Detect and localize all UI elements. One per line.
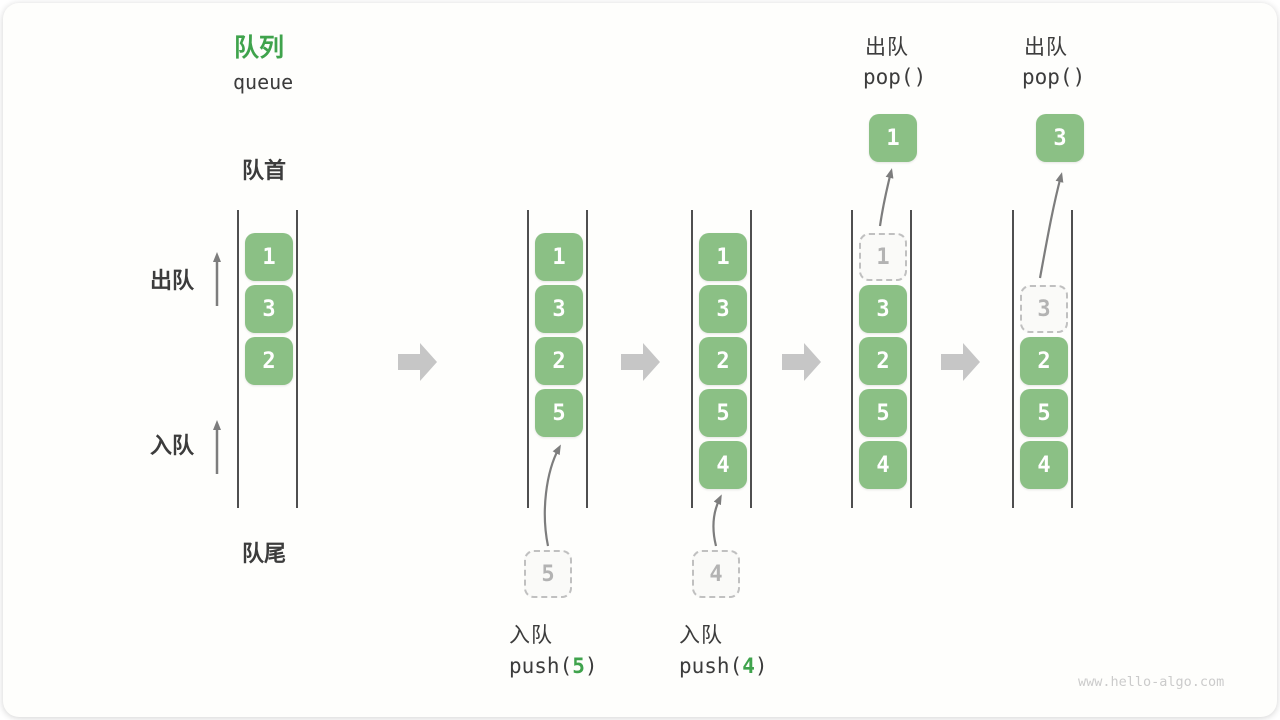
diagram-card bbox=[3, 3, 1277, 717]
queue-cell: 2 bbox=[535, 337, 583, 385]
op-dequeue-code: pop() bbox=[863, 65, 927, 89]
queue-cell-dashed: 3 bbox=[1020, 285, 1068, 333]
queue-cell: 2 bbox=[699, 337, 747, 385]
queue-cell: 3 bbox=[535, 285, 583, 333]
op-enqueue-code: push(4) bbox=[679, 654, 768, 678]
label-queue-rear: 队尾 bbox=[242, 541, 287, 566]
op-dequeue-code: pop() bbox=[1022, 65, 1086, 89]
queue-cell: 3 bbox=[245, 285, 293, 333]
queue-cell: 5 bbox=[859, 389, 907, 437]
op-enqueue-code: push(5) bbox=[509, 654, 598, 678]
queue-cell: 5 bbox=[699, 389, 747, 437]
popped-cell: 3 bbox=[1036, 114, 1084, 162]
queue-cell: 5 bbox=[535, 389, 583, 437]
queue-cell: 2 bbox=[245, 337, 293, 385]
queue-channel-1: 1 3 2 bbox=[237, 210, 298, 508]
code-arg: 5 bbox=[572, 654, 585, 678]
queue-cell: 4 bbox=[699, 441, 747, 489]
popped-cell: 1 bbox=[869, 114, 917, 162]
pending-cell: 5 bbox=[524, 550, 572, 598]
code-post: ) bbox=[754, 654, 768, 678]
pending-cell: 4 bbox=[692, 550, 740, 598]
queue-cell: 2 bbox=[1020, 337, 1068, 385]
queue-cell: 4 bbox=[1020, 441, 1068, 489]
queue-cell: 3 bbox=[859, 285, 907, 333]
queue-channel-2: 1 3 2 5 bbox=[527, 210, 588, 508]
queue-channel-4: 1 3 2 5 4 bbox=[851, 210, 912, 508]
queue-channel-3: 1 3 2 5 4 bbox=[691, 210, 752, 508]
op-enqueue-label: 入队 bbox=[679, 624, 723, 647]
code-arg: 4 bbox=[742, 654, 755, 678]
queue-cell: 3 bbox=[699, 285, 747, 333]
code-pre: push( bbox=[509, 654, 573, 678]
watermark: www.hello-algo.com bbox=[1078, 674, 1225, 690]
queue-channel-5: 3 2 5 4 bbox=[1012, 210, 1073, 508]
op-dequeue-label: 出队 bbox=[865, 36, 909, 59]
code-pre: push( bbox=[679, 654, 743, 678]
queue-cell: 1 bbox=[535, 233, 583, 281]
queue-cell-dashed: 1 bbox=[859, 233, 907, 281]
code-post: ) bbox=[584, 654, 598, 678]
label-enqueue-direction: 入队 bbox=[150, 433, 195, 458]
queue-cell: 1 bbox=[699, 233, 747, 281]
op-enqueue-label: 入队 bbox=[509, 624, 553, 647]
queue-cell: 1 bbox=[245, 233, 293, 281]
queue-cell: 4 bbox=[859, 441, 907, 489]
label-queue-front: 队首 bbox=[242, 158, 287, 183]
op-dequeue-label: 出队 bbox=[1024, 36, 1068, 59]
page-title: 队列 bbox=[234, 34, 285, 62]
label-dequeue-direction: 出队 bbox=[150, 268, 195, 293]
page-subtitle: queue bbox=[233, 70, 294, 94]
queue-cell: 5 bbox=[1020, 389, 1068, 437]
queue-cell: 2 bbox=[859, 337, 907, 385]
